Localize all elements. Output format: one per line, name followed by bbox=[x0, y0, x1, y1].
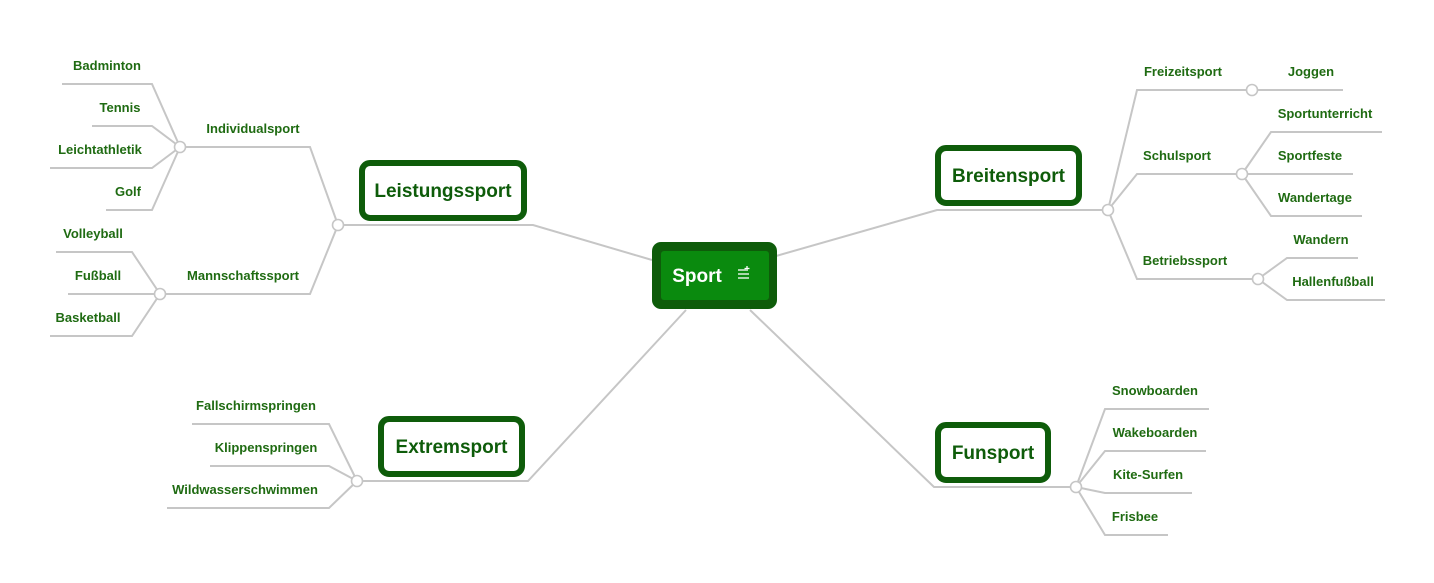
connector-freizeitsport bbox=[1107, 89, 1252, 211]
leaf-fussball[interactable]: Fußball bbox=[75, 268, 121, 283]
connector-basketball bbox=[50, 293, 161, 337]
connector-snowboarden bbox=[1075, 408, 1209, 488]
collapse-handle-schulsport[interactable] bbox=[1235, 167, 1249, 181]
connector-wildwasserschwimmen bbox=[167, 480, 358, 509]
connector-mannschaftssport bbox=[160, 224, 339, 295]
topic-label-breitensport: Breitensport bbox=[952, 166, 1066, 187]
subtopic-betriebssport[interactable]: Betriebssport bbox=[1143, 253, 1228, 268]
topic-node-breitensport[interactable]: Breitensport bbox=[935, 145, 1082, 206]
leaf-wandern[interactable]: Wandern bbox=[1293, 232, 1348, 247]
root-node-label: Sport bbox=[672, 266, 722, 287]
collapse-handle-mannschaftssport[interactable] bbox=[153, 287, 167, 301]
connector-golf bbox=[106, 146, 181, 211]
topic-node-box bbox=[359, 160, 527, 221]
collapse-handle-funsport[interactable] bbox=[1069, 480, 1083, 494]
connector-fallschirmspringen bbox=[192, 423, 358, 482]
leaf-basketball[interactable]: Basketball bbox=[55, 310, 120, 325]
connector-root-leistungssport bbox=[338, 224, 653, 261]
topic-label-extremsport: Extremsport bbox=[396, 437, 509, 458]
subtopic-labels: Individualsport Mannschaftssport Freizei… bbox=[187, 64, 1228, 283]
leaf-tennis[interactable]: Tennis bbox=[100, 100, 141, 115]
leaf-sportfeste[interactable]: Sportfeste bbox=[1278, 148, 1342, 163]
leaf-snowboarden[interactable]: Snowboarden bbox=[1112, 383, 1198, 398]
collapse-handle-freizeitsport[interactable] bbox=[1245, 83, 1259, 97]
leaf-hallenfussball[interactable]: Hallenfußball bbox=[1292, 274, 1374, 289]
leaf-wildwasserschwimmen[interactable]: Wildwasserschwimmen bbox=[172, 482, 318, 497]
connector-leichtathletik bbox=[50, 146, 181, 169]
subtopic-freizeitsport[interactable]: Freizeitsport bbox=[1144, 64, 1223, 79]
connector-root-breitensport bbox=[775, 209, 1108, 257]
topic-node-box bbox=[935, 422, 1051, 483]
topic-node-box bbox=[378, 416, 525, 477]
add-notes-icon[interactable] bbox=[738, 266, 750, 279]
collapse-handle-leistungssport[interactable] bbox=[331, 218, 345, 232]
topic-node-extremsport[interactable]: Extremsport bbox=[378, 416, 525, 477]
connector-tennis bbox=[92, 125, 181, 148]
connector-wandern bbox=[1257, 257, 1358, 280]
leaf-sportunterricht[interactable]: Sportunterricht bbox=[1278, 106, 1373, 121]
root-node-sport[interactable]: Sport bbox=[652, 242, 777, 309]
subtopic-mannschaftssport[interactable]: Mannschaftssport bbox=[187, 268, 300, 283]
connectors bbox=[50, 83, 1385, 536]
leaf-wandertage[interactable]: Wandertage bbox=[1278, 190, 1352, 205]
connector-root-extremsport bbox=[357, 309, 687, 482]
connector-frisbee bbox=[1075, 486, 1168, 536]
collapse-handle-betriebssport[interactable] bbox=[1251, 272, 1265, 286]
leaf-leichtathletik[interactable]: Leichtathletik bbox=[58, 142, 143, 157]
leaf-golf[interactable]: Golf bbox=[115, 184, 142, 199]
subtopic-individualsport[interactable]: Individualsport bbox=[206, 121, 300, 136]
leaf-badminton[interactable]: Badminton bbox=[73, 58, 141, 73]
leaf-joggen[interactable]: Joggen bbox=[1288, 64, 1334, 79]
collapse-handle-breitensport[interactable] bbox=[1101, 203, 1115, 217]
leaf-labels: Badminton Tennis Leichtathletik Golf Vol… bbox=[55, 58, 1373, 524]
connector-klippenspringen bbox=[210, 465, 358, 482]
connector-badminton bbox=[62, 83, 181, 148]
connector-sportunterricht bbox=[1241, 131, 1382, 175]
leaf-wakeboarden[interactable]: Wakeboarden bbox=[1113, 425, 1198, 440]
root-node-fill bbox=[661, 251, 769, 300]
collapse-handle-individualsport[interactable] bbox=[173, 140, 187, 154]
topic-node-box bbox=[935, 145, 1082, 206]
connector-volleyball bbox=[56, 251, 161, 295]
connector-betriebssport bbox=[1107, 209, 1258, 280]
leaf-frisbee[interactable]: Frisbee bbox=[1112, 509, 1158, 524]
topic-label-leistungssport: Leistungssport bbox=[374, 181, 512, 202]
connector-wandertage bbox=[1241, 173, 1362, 217]
collapse-handles bbox=[153, 83, 1265, 494]
topic-node-leistungssport[interactable]: Leistungssport bbox=[359, 160, 527, 221]
connector-individualsport bbox=[180, 146, 339, 226]
collapse-handle-extremsport[interactable] bbox=[350, 474, 364, 488]
leaf-fallschirmspringen[interactable]: Fallschirmspringen bbox=[196, 398, 316, 413]
subtopic-schulsport[interactable]: Schulsport bbox=[1143, 148, 1212, 163]
connector-hallenfussball bbox=[1257, 278, 1385, 301]
topic-node-funsport[interactable]: Funsport bbox=[935, 422, 1051, 483]
leaf-klippenspringen[interactable]: Klippenspringen bbox=[215, 440, 318, 455]
topic-label-funsport: Funsport bbox=[952, 443, 1035, 464]
connector-kite-surfen bbox=[1075, 486, 1192, 494]
leaf-volleyball[interactable]: Volleyball bbox=[63, 226, 123, 241]
connector-schulsport bbox=[1107, 173, 1242, 211]
connector-wakeboarden bbox=[1075, 450, 1206, 488]
leaf-kite-surfen[interactable]: Kite-Surfen bbox=[1113, 467, 1183, 482]
connector-root-funsport bbox=[749, 309, 1076, 488]
